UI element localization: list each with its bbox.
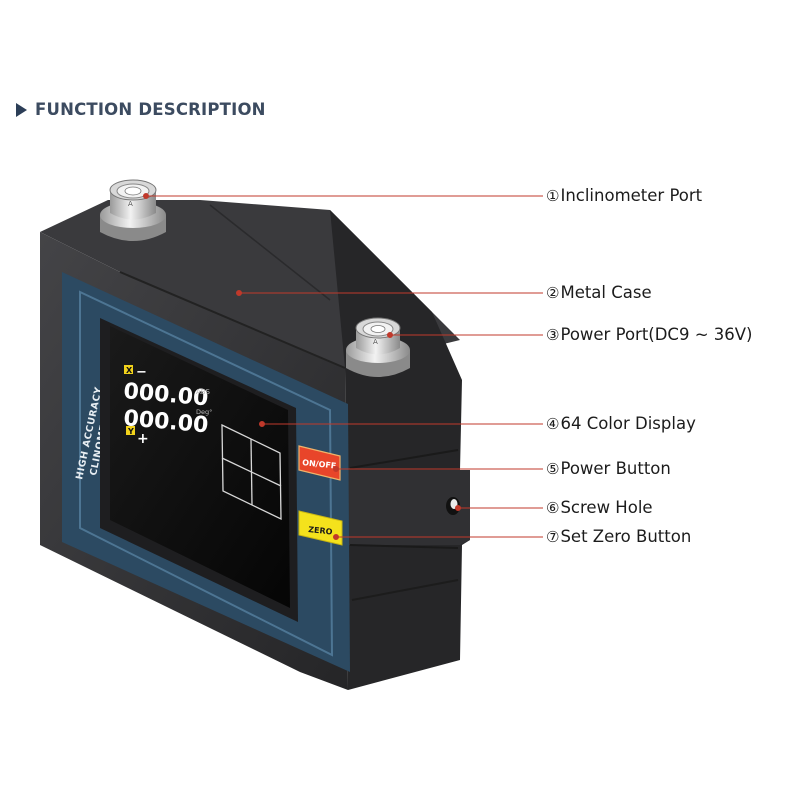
callout-set-zero-button: ⑦Set Zero Button bbox=[546, 527, 692, 546]
power-button-label: ON/OFF bbox=[302, 458, 337, 471]
leader-dot-2 bbox=[236, 290, 242, 296]
callout-metal-case: ②Metal Case bbox=[546, 283, 652, 302]
inclinometer-port: A bbox=[100, 179, 166, 241]
section-title: FUNCTION DESCRIPTION bbox=[35, 100, 266, 119]
callout-power-button: ⑤Power Button bbox=[546, 459, 671, 478]
level-target-icon bbox=[221, 423, 282, 521]
zero-button-label: ZERO bbox=[308, 525, 333, 537]
leader-dot-7 bbox=[333, 534, 339, 540]
y-axis-badge bbox=[126, 426, 135, 435]
leader-dot-4 bbox=[259, 421, 265, 427]
section-header: FUNCTION DESCRIPTION bbox=[16, 100, 266, 119]
callout-power-port: ③Power Port(DC9 ~ 36V) bbox=[546, 325, 753, 344]
color-display: X − 000.00 ABS Deg° 000.00 Y + bbox=[100, 318, 298, 622]
set-zero-button[interactable]: ZERO bbox=[298, 510, 343, 546]
leader-dot-5 bbox=[333, 466, 339, 472]
triangle-bullet-icon bbox=[16, 102, 27, 117]
leader-dot-1 bbox=[143, 193, 149, 199]
mode-label: ABS bbox=[196, 388, 210, 396]
callout-inclinometer-port: ①Inclinometer Port bbox=[546, 186, 703, 205]
callout-color-display: ④64 Color Display bbox=[546, 414, 696, 433]
leader-lines bbox=[143, 193, 543, 540]
power-port-letter: A bbox=[373, 338, 378, 346]
y-badge-text: Y bbox=[127, 427, 134, 436]
y-sign: + bbox=[137, 431, 149, 447]
power-button[interactable]: ON/OFF bbox=[298, 445, 341, 481]
callout-screw-hole: ⑥Screw Hole bbox=[546, 498, 653, 517]
unit-label: Deg° bbox=[196, 408, 212, 416]
x-sign: − bbox=[136, 365, 147, 380]
leader-dot-3 bbox=[387, 332, 393, 338]
port-letter: A bbox=[128, 200, 133, 208]
x-badge-text: X bbox=[126, 366, 133, 375]
x-axis-badge bbox=[124, 365, 133, 374]
leader-dot-6 bbox=[455, 505, 461, 511]
